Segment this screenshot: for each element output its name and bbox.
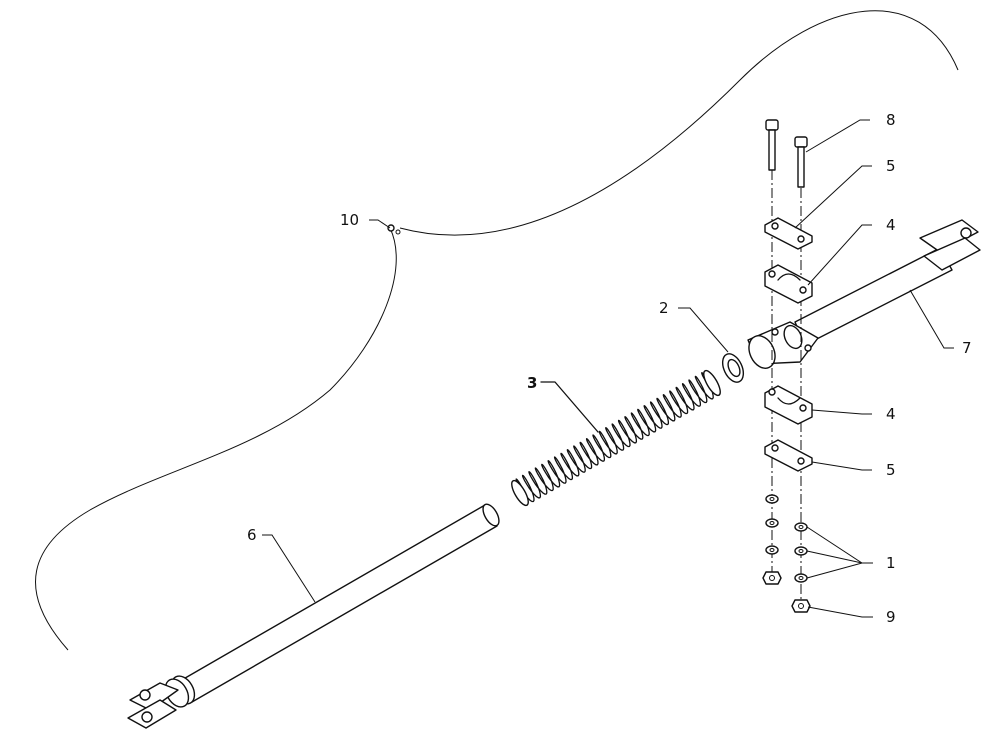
- tube-part-6: [127, 503, 500, 729]
- label-3: 3: [527, 374, 537, 392]
- label-8: 8: [886, 111, 896, 129]
- washer-part-2: [721, 353, 745, 383]
- washers-part-1: [765, 494, 808, 583]
- label-4-lower: 4: [886, 405, 896, 423]
- tube-part-7: [747, 219, 981, 369]
- clamp-plate-upper: [764, 217, 813, 250]
- label-5-lower: 5: [886, 461, 896, 479]
- clamp-half-upper: [764, 264, 813, 304]
- spring-part-3: [511, 369, 721, 507]
- label-4-upper: 4: [886, 216, 896, 234]
- cable: [35, 10, 959, 651]
- bolts-part-8: [765, 119, 808, 188]
- clamp-half-lower: [764, 385, 813, 425]
- clamp-plate-lower: [764, 439, 813, 472]
- leader-lines: [262, 119, 954, 618]
- label-10: 10: [340, 211, 359, 229]
- label-7: 7: [962, 339, 972, 357]
- part-labels: 10 2 3 8 5 4 7 4 5 1 9 6: [247, 111, 972, 626]
- label-5-upper: 5: [886, 157, 896, 175]
- label-2: 2: [659, 299, 669, 317]
- label-6: 6: [247, 526, 257, 544]
- label-1: 1: [886, 554, 896, 572]
- nuts-part-9: [762, 571, 811, 613]
- label-9: 9: [886, 608, 896, 626]
